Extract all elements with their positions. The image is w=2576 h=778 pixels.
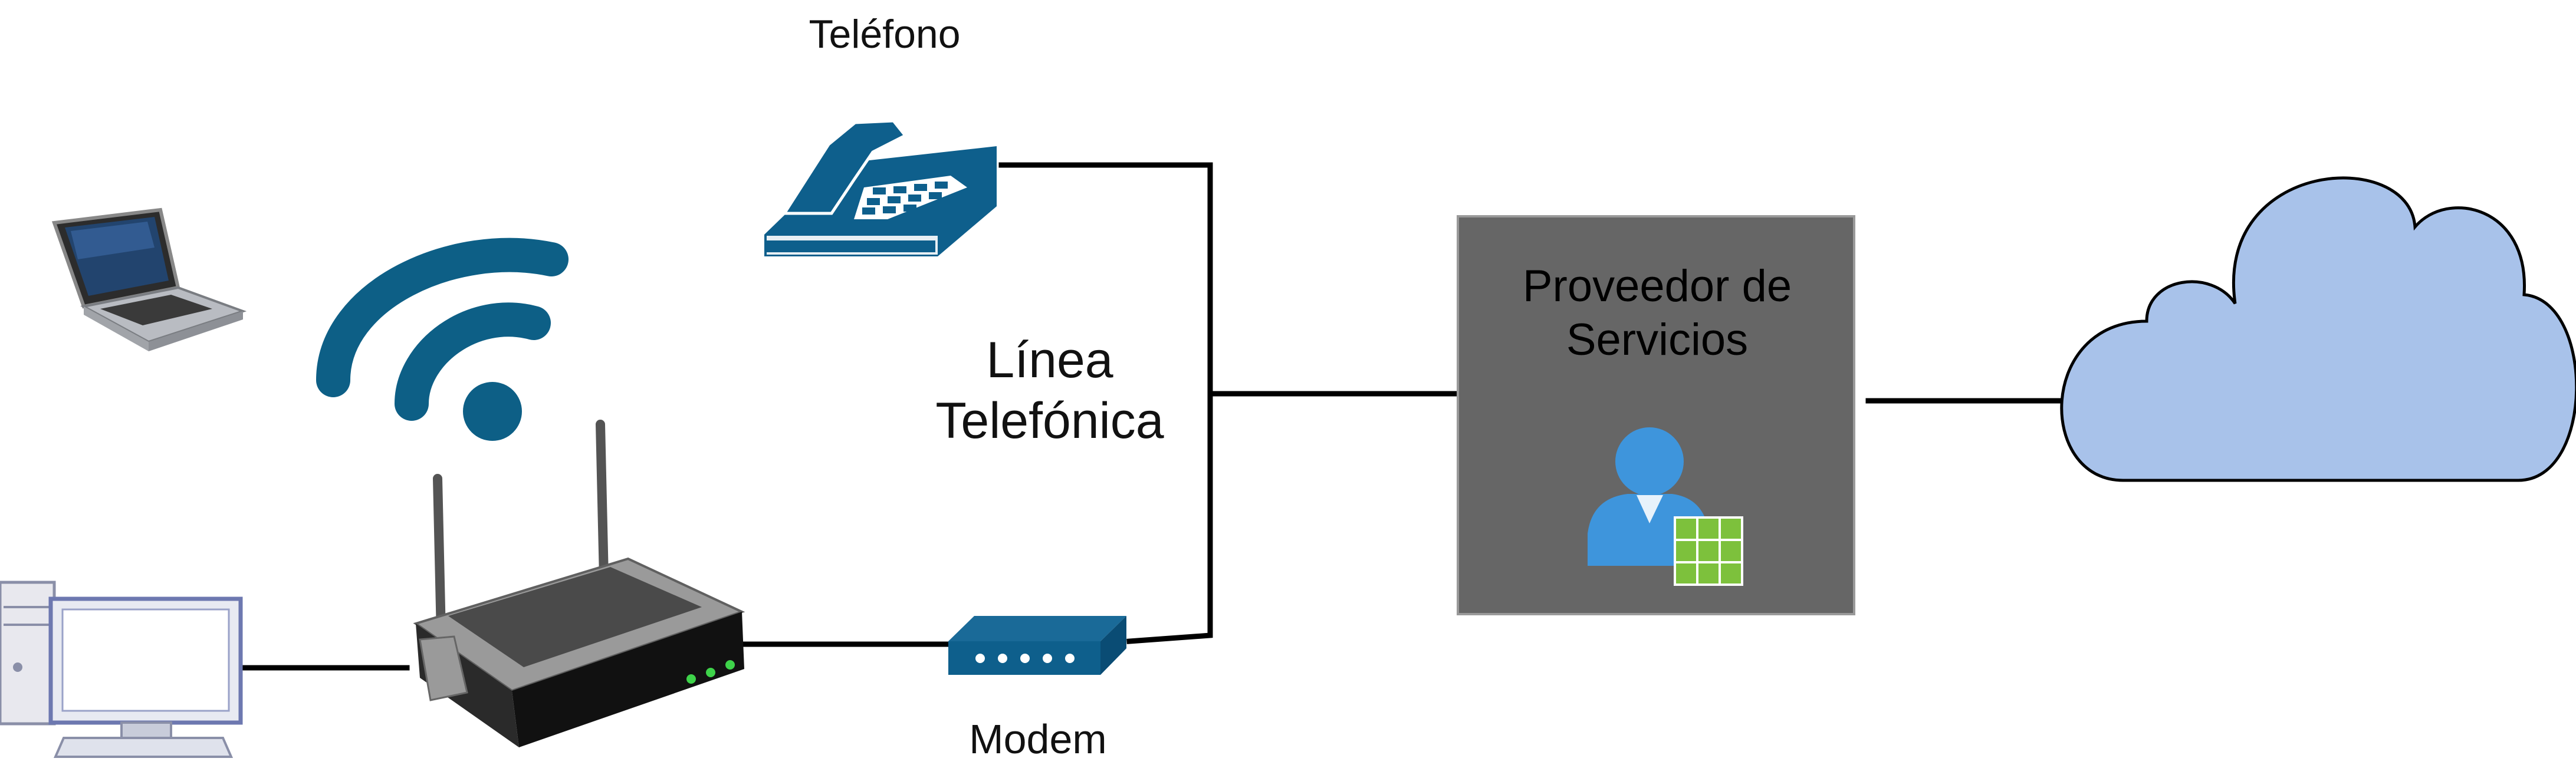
phone-line-label: Línea Telefónica: [935, 332, 1164, 450]
modem-label: Modem: [969, 716, 1107, 762]
line-modem-junction: [1126, 391, 1213, 644]
user-grid-icon: [1588, 427, 1743, 586]
cloud-icon: [2060, 176, 2576, 482]
connection-lines: [242, 162, 2067, 671]
desktop-computer-icon: [0, 581, 243, 758]
telephone-icon: [764, 119, 997, 256]
wireless-router-icon: [413, 420, 745, 747]
wifi-icon: [316, 238, 569, 441]
laptop-icon: [51, 207, 247, 351]
line-phone-junction: [998, 162, 1213, 397]
modem-icon: [948, 616, 1126, 675]
provider-label: Proveedor de Servicios: [1522, 261, 1792, 365]
phone-label: Teléfono: [809, 12, 961, 57]
provider-box: [1457, 215, 1855, 615]
